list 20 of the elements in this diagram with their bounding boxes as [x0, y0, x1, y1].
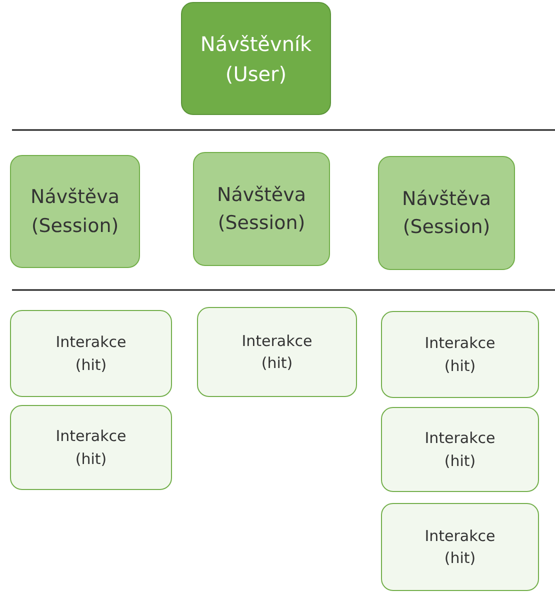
hit-box — [381, 311, 539, 398]
session-box — [193, 152, 330, 266]
node-label: Interakce (hit) — [424, 333, 496, 376]
session-box — [378, 156, 515, 270]
session-box — [10, 155, 140, 268]
node-label: Interakce (hit) — [424, 428, 496, 472]
node-label: Návštěvník (User) — [200, 30, 312, 88]
node-label: Návštěva (Session) — [216, 182, 306, 236]
hit-box — [10, 310, 172, 397]
node-label: Návštěva (Session) — [30, 185, 120, 238]
hit-box — [381, 407, 539, 492]
hit-box — [381, 503, 539, 591]
node-label: Interakce (hit) — [56, 332, 126, 376]
node-label: Interakce (hit) — [56, 426, 126, 470]
hit-box — [10, 405, 172, 490]
node-label: Interakce (hit) — [242, 330, 312, 374]
node-label: Návštěva (Session) — [402, 186, 492, 240]
node-label: Interakce (hit) — [424, 526, 496, 569]
user-box — [181, 2, 331, 115]
hit-box — [197, 307, 357, 397]
